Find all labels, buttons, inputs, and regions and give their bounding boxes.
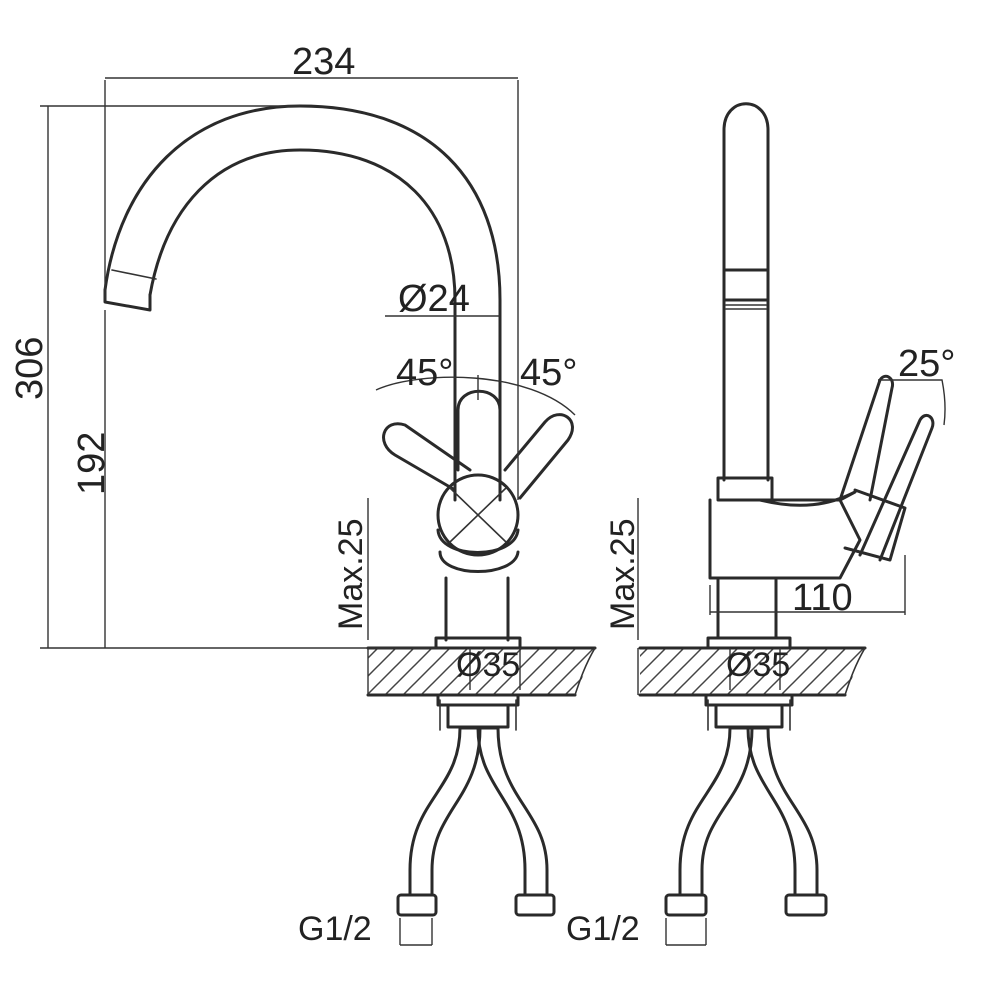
- side-dimensions: [637, 379, 946, 946]
- front-body: [434, 550, 522, 650]
- dim-width-label: 234: [292, 41, 355, 83]
- dim-handle-angle-left-label: 45°: [396, 352, 453, 394]
- front-view: 234 306 192 Ø24 45° 45° Max.25 Ø35 G1/2: [9, 41, 597, 948]
- dim-spout-diameter-label: Ø24: [398, 278, 470, 320]
- side-view: 25° 110 Max.25 Ø35 G1/2: [566, 102, 955, 948]
- dim-thread-front-label: G1/2: [298, 910, 372, 948]
- side-handle: [838, 374, 935, 562]
- dim-thread-side-label: G1/2: [566, 910, 640, 948]
- side-spout: [716, 102, 774, 502]
- dim-handle-angle-right-label: 45°: [520, 352, 577, 394]
- dim-total-height-label: 306: [9, 337, 51, 400]
- dim-hole-side-label: Ø35: [726, 646, 790, 684]
- dim-side-projection-label: 110: [792, 577, 853, 619]
- dim-spout-height-label: 192: [71, 432, 113, 495]
- handle-left-position: [382, 422, 472, 492]
- cartridge-disc: [436, 473, 520, 557]
- front-fixing: [436, 693, 520, 731]
- handle-center-position: [456, 389, 502, 472]
- front-hoses: [396, 726, 556, 917]
- dim-max-deck-side-label: Max.25: [604, 519, 642, 631]
- side-hoses: [664, 726, 828, 917]
- side-body: [706, 490, 862, 650]
- front-dimensions: [40, 77, 576, 946]
- side-fixing: [704, 693, 794, 731]
- dim-max-deck-front-label: Max.25: [332, 519, 370, 631]
- dim-hole-front-label: Ø35: [456, 646, 520, 684]
- handle-right-position: [503, 413, 574, 500]
- dim-handle-angle-side-label: 25°: [898, 343, 955, 385]
